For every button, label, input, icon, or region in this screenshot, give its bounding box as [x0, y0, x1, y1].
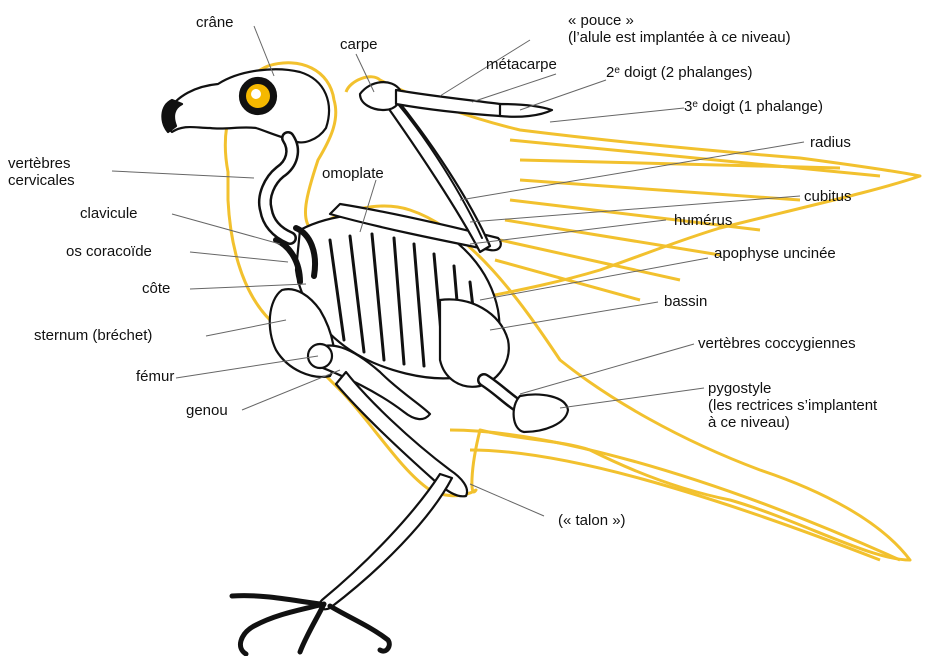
- label-doigt-3-sup: e: [692, 99, 698, 110]
- carpus: [360, 82, 401, 110]
- label-metacarpe: métacarpe: [486, 56, 557, 73]
- label-pygostyle: pygostyle (les rectrices s’implantent à …: [708, 380, 877, 431]
- toes: [232, 596, 389, 654]
- digits: [500, 104, 552, 117]
- label-genou: genou: [186, 402, 228, 419]
- label-vertebres-coccygiennes: vertèbres coccygiennes: [698, 335, 856, 352]
- label-doigt-3-text: doigt (1 phalange): [698, 98, 823, 115]
- label-bassin: bassin: [664, 293, 707, 310]
- label-clavicule: clavicule: [80, 205, 138, 222]
- label-carpe: carpe: [340, 36, 378, 53]
- label-cubitus: cubitus: [804, 188, 852, 205]
- label-crane: crâne: [196, 14, 234, 31]
- tarsometatarsus: [320, 474, 452, 609]
- label-femur: fémur: [136, 368, 174, 385]
- label-doigt-2-sup: e: [614, 65, 620, 76]
- label-radius: radius: [810, 134, 851, 151]
- label-doigt-3: 3e doigt (1 phalange): [684, 98, 823, 115]
- label-pouce: « pouce » (l’alule est implantée à ce ni…: [568, 12, 791, 46]
- metacarpus: [396, 90, 506, 116]
- label-sternum: sternum (bréchet): [34, 327, 152, 344]
- label-omoplate: omoplate: [322, 165, 384, 182]
- skeleton: [162, 69, 568, 654]
- pygostyle: [514, 395, 568, 432]
- label-doigt-2: 2e doigt (2 phalanges): [606, 64, 753, 81]
- label-talon: (« talon »): [558, 512, 626, 529]
- label-humerus: humérus: [674, 212, 732, 229]
- label-doigt-2-text: doigt (2 phalanges): [620, 64, 753, 81]
- label-cote: côte: [142, 280, 170, 297]
- label-apophyse-uncinee: apophyse uncinée: [714, 245, 836, 262]
- label-vertebres-cervicales: vertèbres cervicales: [8, 155, 75, 189]
- label-os-coracoide: os coracoïde: [66, 243, 152, 260]
